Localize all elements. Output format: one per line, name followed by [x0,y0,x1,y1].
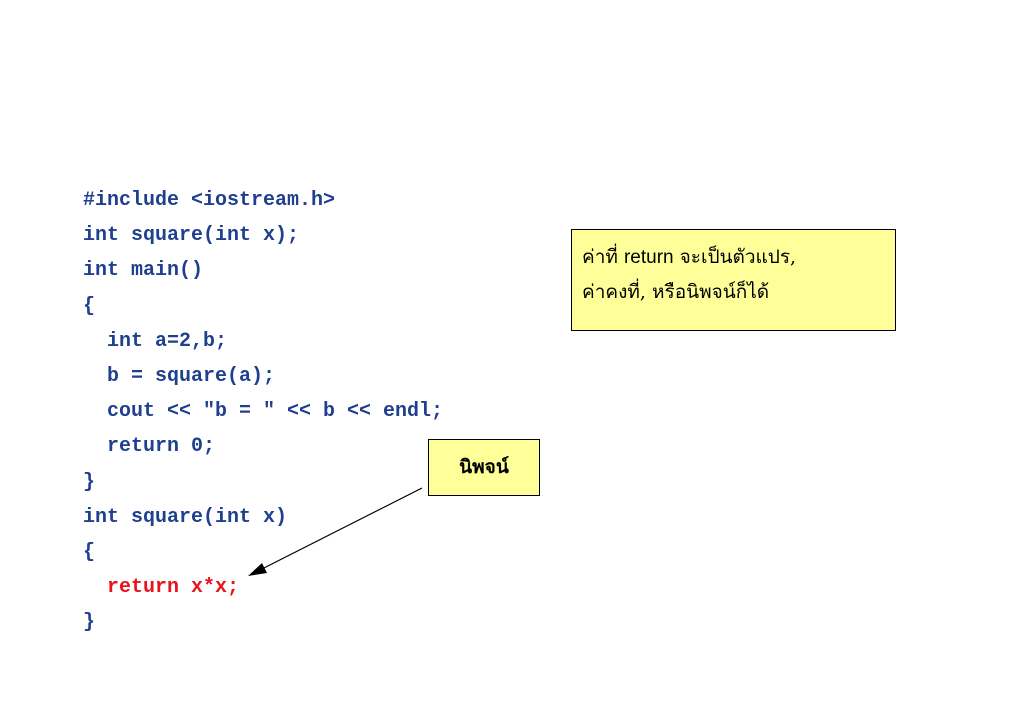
code-line-main-close-brace: } [83,470,96,494]
code-line-square-close-brace: } [83,611,96,635]
callout-return-prefix: ค่าที่ [582,246,624,268]
callout-return-suffix: จะเป็นตัวแปร, [673,246,797,268]
callout-expression: นิพจน์ [428,439,540,496]
code-line-main-open-brace: { [83,294,96,318]
callout-expression-label: นิพจน์ [459,456,509,478]
code-line-call-square: b = square(a); [83,364,276,388]
callout-return-keyword: return [623,247,674,268]
code-line-include: #include <iostream.h> [83,189,336,212]
code-line-square-signature: int square(int x) [83,505,288,529]
code-line-square-open-brace: { [83,540,96,564]
code-line-main-signature: int main() [83,259,204,283]
callout-return-line-1: ค่าที่ return จะเป็นตัวแปร, [582,240,885,275]
callout-return-values: ค่าที่ return จะเป็นตัวแปร, ค่าคงที่, หร… [571,229,896,331]
code-block: #include <iostream.h> int square(int x);… [83,183,443,640]
code-line-cout: cout << "b = " << b << endl; [83,400,444,424]
code-line-return-zero: return 0; [83,435,216,459]
code-line-declare-vars: int a=2,b; [83,329,228,353]
callout-return-line-2: ค่าคงที่, หรือนิพจน์ก็ได้ [582,281,770,303]
code-line-return-expression: return x*x; [83,576,240,600]
code-line-prototype: int square(int x); [83,224,300,248]
